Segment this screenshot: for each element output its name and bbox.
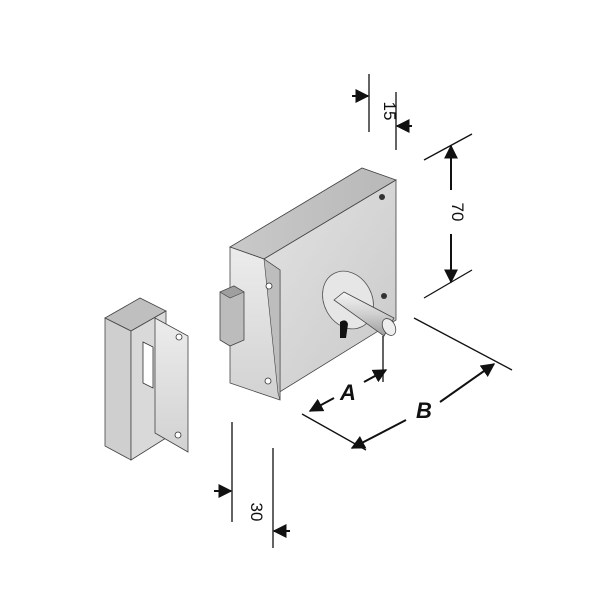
case-screw-hole-icon: [381, 293, 387, 299]
forend-screw-hole-icon: [264, 377, 272, 385]
dim-b-arrow-right: [439, 363, 496, 403]
dim-70-ext-bottom: [423, 269, 473, 299]
dim-a-arrow-left: [308, 397, 335, 412]
dim-70-ext-top: [423, 133, 473, 161]
strike-plate: [104, 297, 189, 461]
strike-slot: [142, 341, 154, 389]
dim-70-label: 70: [448, 203, 467, 222]
spindle-end: [381, 318, 397, 336]
dim-b-label: B: [416, 398, 432, 423]
lock-bolt-top: [219, 285, 245, 299]
dimension-15: 15: [352, 74, 412, 150]
dimension-70: 70: [423, 133, 473, 299]
dim-15-label: 15: [380, 102, 399, 121]
strike-screw-hole-icon: [175, 333, 183, 341]
keyhole-icon: [340, 320, 348, 338]
dim-b-arrow-left: [350, 419, 407, 449]
dim-a-label: A: [339, 380, 356, 405]
case-screw-hole-icon: [379, 194, 385, 200]
dim-30-label: 30: [247, 503, 266, 522]
lock-forend-edge: [263, 258, 281, 401]
strike-screw-hole-icon: [174, 431, 182, 439]
dimension-30: 30: [214, 422, 290, 548]
dim-a-arrow-right: [363, 369, 388, 383]
forend-screw-hole-icon: [265, 282, 273, 290]
lock-body: [219, 167, 397, 401]
strike-front-face: [104, 317, 132, 461]
dim-b-ext: [413, 317, 513, 371]
strike-flange: [154, 317, 189, 453]
dimension-a-b: A B: [301, 317, 513, 451]
spindle: [333, 291, 395, 337]
